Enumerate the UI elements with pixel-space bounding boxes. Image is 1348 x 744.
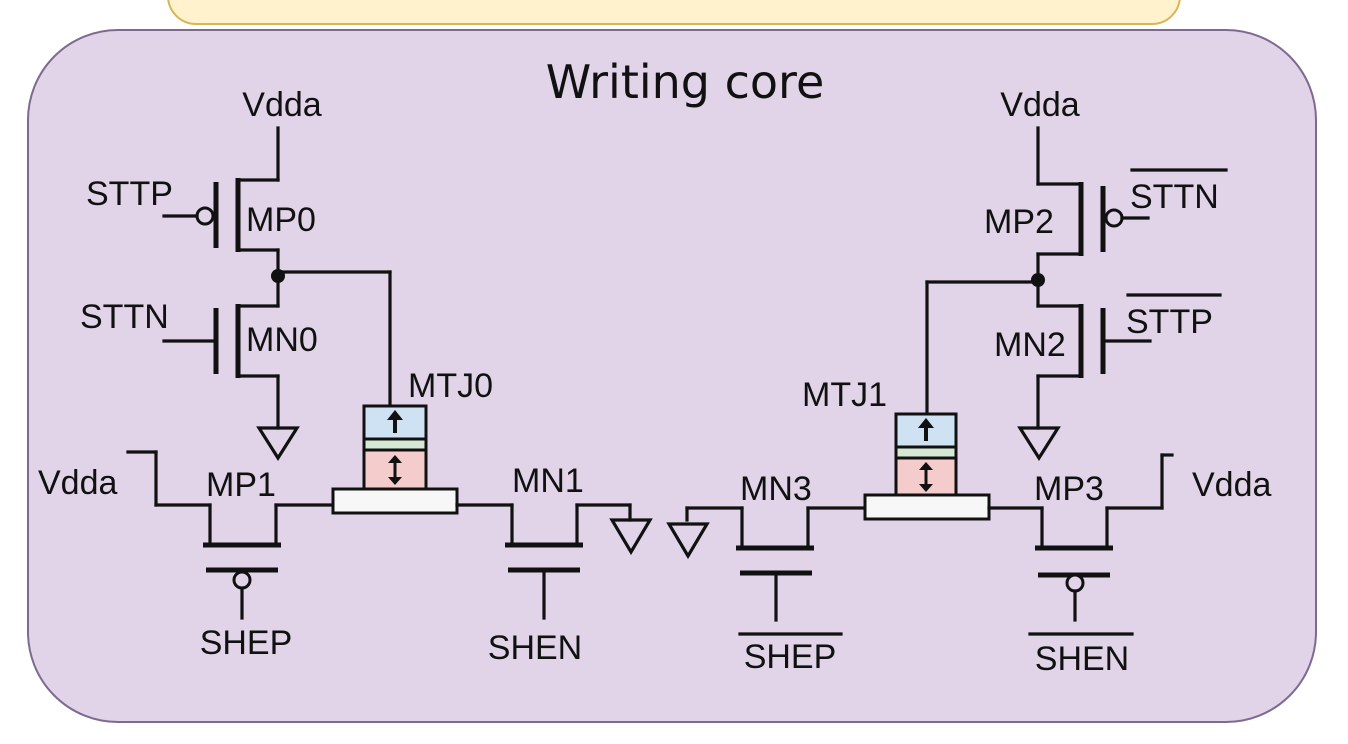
mp1-label: MP1	[206, 466, 276, 504]
mn2-transistor	[1036, 278, 1152, 430]
mn1-transistor	[455, 503, 632, 620]
mn1-label: MN1	[512, 462, 584, 500]
mtj1-icon	[894, 412, 958, 497]
shen-bar-label: SHEN	[1035, 640, 1129, 678]
mn2-label: MN2	[994, 326, 1066, 364]
double-arrow-icon	[388, 455, 402, 485]
writing-core-panel	[27, 29, 1317, 723]
mp2-transistor	[1036, 126, 1150, 282]
sttp-bar-label: STTP	[1126, 303, 1213, 341]
mtj1-label: MTJ1	[802, 376, 887, 414]
mtj0-label: MTJ0	[408, 367, 493, 405]
up-arrow-icon	[387, 410, 403, 433]
shep-bar-label: SHEP	[744, 638, 837, 676]
mp0-label: MP0	[246, 201, 316, 239]
mn0-label: MN0	[246, 321, 318, 359]
sttn-bar-label: STTN	[1130, 178, 1219, 216]
panel-title: Writing core	[546, 55, 825, 109]
mn0-transistor	[162, 274, 280, 430]
mn3-label: MN3	[740, 470, 812, 508]
shen-label: SHEN	[488, 629, 582, 667]
ground-symbol-icon	[609, 518, 653, 556]
shep-label: SHEP	[200, 624, 293, 662]
left-write-branch: Vdda STTP MP0 STTN MN0 MTJ0 Vdda MP1 MN1…	[38, 86, 653, 667]
mp1-transistor	[126, 450, 336, 620]
top-banner	[167, 0, 1181, 25]
mp3-label: MP3	[1034, 470, 1104, 508]
left-vdda-side-label: Vdda	[38, 464, 117, 502]
right-write-branch: Vdda STTN MP2 STTP MN2 MTJ1 MN3 MP3 Vdda…	[666, 86, 1271, 678]
up-arrow-icon	[918, 418, 934, 441]
sttp-label: STTP	[86, 175, 173, 213]
mp3-transistor	[987, 453, 1174, 622]
mtj0-icon	[362, 404, 428, 491]
mp2-label: MP2	[984, 203, 1054, 241]
heavy-metal-strip-0	[331, 487, 459, 515]
ground-symbol-icon	[1017, 426, 1061, 461]
mp0-transistor	[162, 126, 280, 278]
mn3-transistor	[685, 506, 867, 622]
sttn-label: STTN	[80, 298, 169, 336]
left-vdda-top-label: Vdda	[242, 86, 321, 124]
right-vdda-side-label: Vdda	[1192, 466, 1271, 504]
ground-symbol-icon	[666, 522, 710, 560]
heavy-metal-strip-1	[863, 493, 991, 521]
right-vdda-top-label: Vdda	[1000, 86, 1079, 124]
ground-symbol-icon	[256, 426, 300, 461]
double-arrow-icon	[919, 462, 933, 492]
